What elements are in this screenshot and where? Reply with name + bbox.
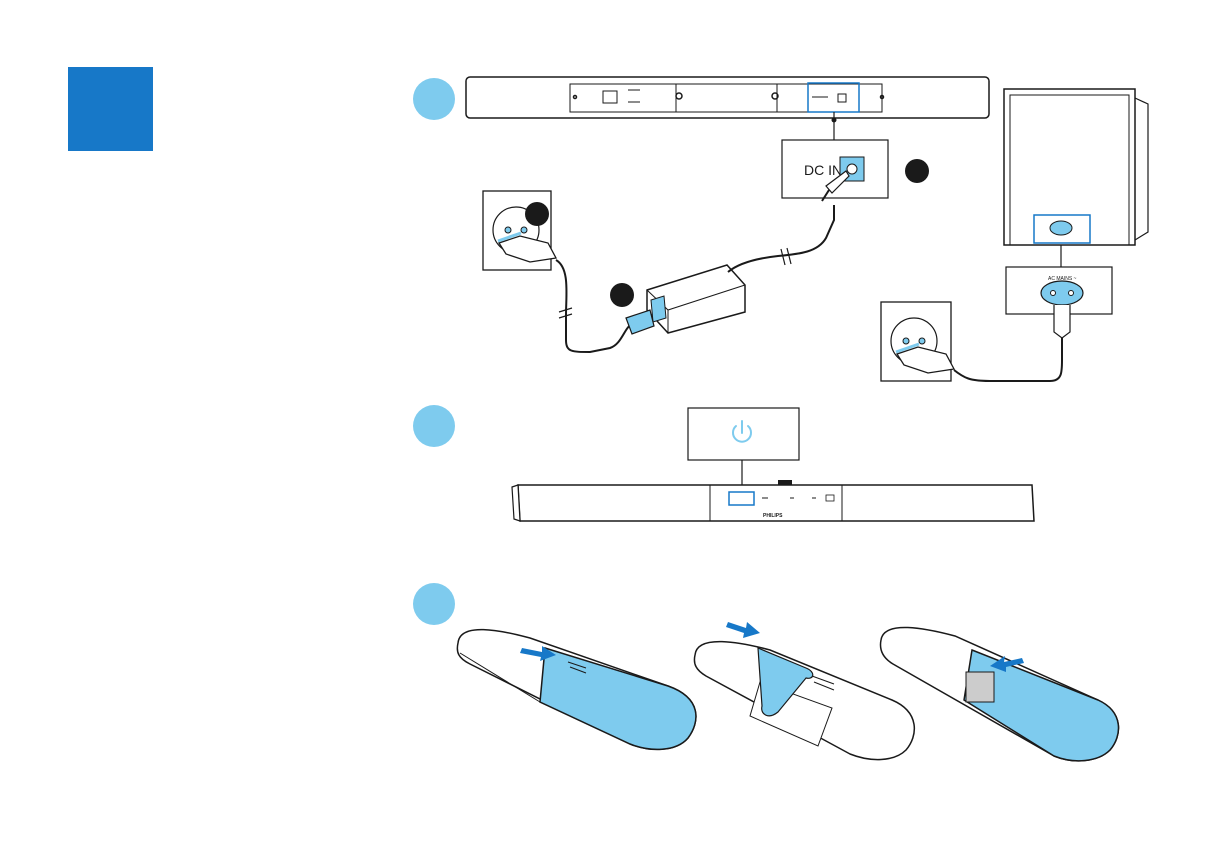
sub-step-badge-dc xyxy=(905,159,929,183)
remote-step-3 xyxy=(881,627,1119,760)
soundbar-front: PHILIPS xyxy=(512,480,1034,521)
step-marker-2 xyxy=(413,405,455,447)
step-marker-3 xyxy=(413,583,455,625)
power-callout xyxy=(688,408,799,460)
subwoofer xyxy=(1004,89,1148,245)
ac-mains-callout: AC MAINS ~ xyxy=(1006,267,1112,338)
dc-cable xyxy=(728,205,834,272)
remote-step-1 xyxy=(457,630,696,750)
remote-step-2 xyxy=(694,642,914,760)
wall-socket-left xyxy=(483,191,556,270)
step-marker-1 xyxy=(413,78,455,120)
sub-step-badge-wall xyxy=(525,202,549,226)
soundbar-rear xyxy=(466,77,989,118)
wall-socket-right xyxy=(881,302,954,381)
power-adapter xyxy=(626,265,745,334)
sub-step-badge-adapter xyxy=(610,283,634,307)
arrow-right-icon xyxy=(726,622,760,638)
dc-in-callout: DC IN xyxy=(782,140,888,201)
dc-in-label: DC IN xyxy=(804,162,842,178)
power-cable-right xyxy=(954,338,1062,381)
brand-logo: PHILIPS xyxy=(763,513,783,519)
